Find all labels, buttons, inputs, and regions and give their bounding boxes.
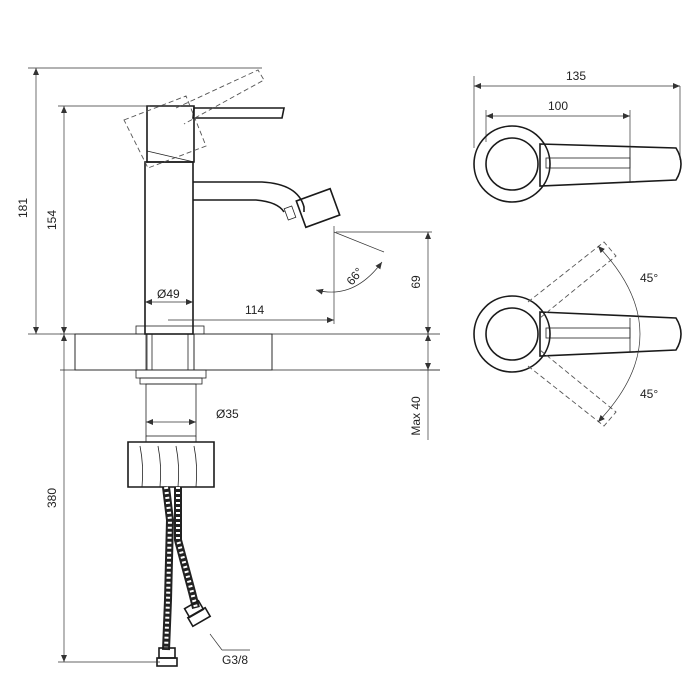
dim-135-label: 135 <box>566 69 586 83</box>
tap-body <box>135 161 207 437</box>
dim-380-label: 380 <box>45 488 59 508</box>
angle-66-label: 66° <box>344 265 367 288</box>
dim-154-label: 154 <box>45 210 59 230</box>
dim-max40-label: Max 40 <box>409 396 423 436</box>
lever-handle <box>123 69 285 169</box>
angle-45-top-label: 45° <box>640 271 658 285</box>
dim-100-label: 100 <box>548 99 568 113</box>
dim-69-label: 69 <box>409 275 423 289</box>
thread-g38-label: G3/8 <box>222 653 248 667</box>
spout <box>193 181 341 229</box>
countertop-section <box>60 333 440 371</box>
mounting-nut <box>127 436 215 488</box>
angle-45-bottom-label: 45° <box>640 387 658 401</box>
top-view-upper: 135 100 <box>473 69 682 203</box>
dim-114-label: 114 <box>245 303 264 317</box>
top-view-lower: 45° 45° <box>473 241 682 427</box>
flexible-hoses <box>156 486 250 667</box>
side-view: 181 154 380 Ø49 114 69 Max 40 66° Ø35 G3… <box>16 67 440 667</box>
dim-181-label: 181 <box>16 198 30 218</box>
dim-d49-label: Ø49 <box>157 287 180 301</box>
dimension-lines <box>28 67 440 663</box>
dim-d35-label: Ø35 <box>216 407 239 421</box>
